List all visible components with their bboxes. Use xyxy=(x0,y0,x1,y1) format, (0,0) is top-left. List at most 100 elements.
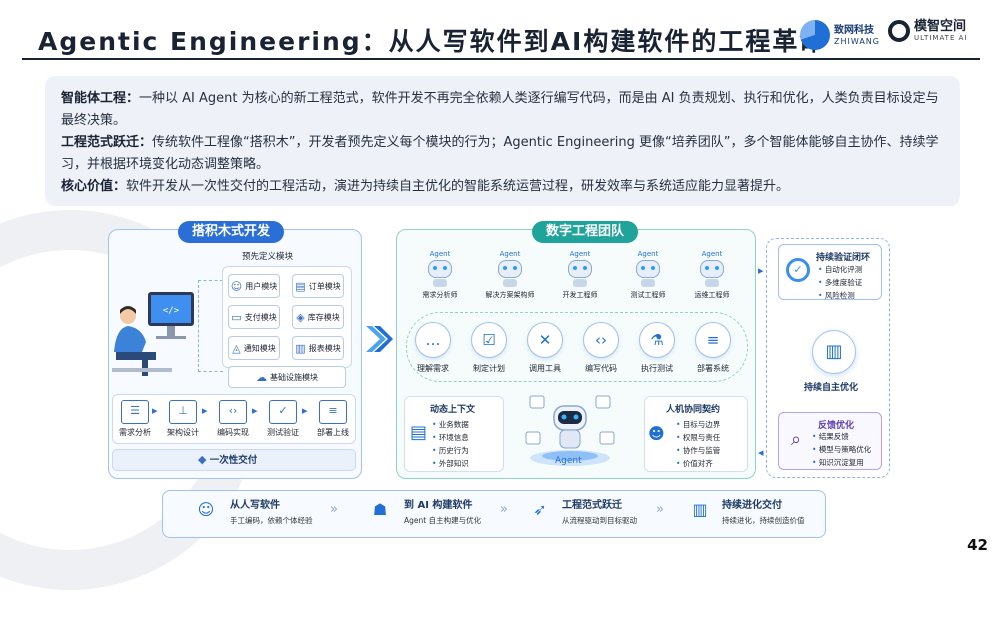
flow-arrow-icon: ▸ xyxy=(202,404,208,417)
transition-arrow-icon xyxy=(366,326,393,352)
tool-loop xyxy=(406,312,748,382)
intro-paragraph-3: 核心价值：软件开发从一次性交付的工程活动，演进为持续自主优化的智能系统运营过程，… xyxy=(61,176,944,198)
human-ai-contract-box xyxy=(644,396,748,472)
evolution-bar xyxy=(162,490,826,538)
test-icon: ✓ xyxy=(269,400,297,424)
intro-paragraph-2: 工程范式跃迁：传统软件工程像“搭积木”，开发者预先定义每个模块的行为；Agent… xyxy=(61,132,944,176)
page-number: 42 xyxy=(967,536,988,554)
title-divider xyxy=(22,58,980,60)
agent-tag: Agent xyxy=(569,250,591,258)
module-payment: ▭支付模块 xyxy=(228,305,280,329)
contract-item: 权限与责任 xyxy=(676,433,720,442)
evolution-step-title: 从人写软件 xyxy=(230,500,280,511)
agent-developer: Agent 开发工程师 xyxy=(552,250,608,300)
tool-test: ⚗ 执行测试 xyxy=(624,322,690,374)
magnifier-chart-icon: ⌕ xyxy=(790,429,802,450)
robot-icon xyxy=(498,260,522,287)
code-icon: ‹› xyxy=(219,400,247,424)
refresh-check-icon: ✓ xyxy=(786,258,810,282)
loop-arrow-icon: ◂ xyxy=(758,446,764,459)
feedback-box xyxy=(778,412,882,470)
optimization-chart-icon: ▥ xyxy=(812,330,856,374)
intro-text-2: 传统软件工程像“搭积木”，开发者预先定义每个模块的行为；Agentic Engi… xyxy=(61,135,939,172)
dynamic-context-list: 业务数据 环境信息 历史行为 外部知识 xyxy=(432,418,469,470)
right-loop-frame xyxy=(766,238,890,478)
cloud-icon: ☁ xyxy=(256,370,267,384)
ultimate-ai-logo-icon xyxy=(888,20,910,42)
agent-tag: Agent xyxy=(701,250,723,258)
bar-chart-icon: ▥ xyxy=(295,341,306,355)
intro-label-3: 核心价值： xyxy=(61,179,127,194)
developer-icon: ☺ xyxy=(197,500,215,519)
robot-icon xyxy=(428,260,452,287)
flask-icon: ⚗ xyxy=(639,322,675,358)
waterfall-flow xyxy=(112,394,356,444)
context-item: 历史行为 xyxy=(432,446,469,455)
user-icon: ☺ xyxy=(230,279,243,293)
contract-item: 目标与边界 xyxy=(676,420,720,429)
loop-arrow-icon: ▸ xyxy=(758,264,764,277)
module-label: 通知模块 xyxy=(243,343,276,353)
rocket-icon: ➶ xyxy=(533,500,547,519)
ultimate-ai-logo: 模智空间 ULTIMATE AI xyxy=(888,20,967,42)
feedback-item: 模型与策略优化 xyxy=(812,445,871,454)
agent-role: 开发工程师 xyxy=(562,291,598,299)
tool-deploy: ≡ 部署系统 xyxy=(680,322,746,374)
evolution-step-title: 持续进化交付 xyxy=(722,500,782,511)
evolution-step-sub: Agent 自主构建与优化 xyxy=(404,516,482,525)
page-title: Agentic Engineering：从人写软件到AI构建软件的工程革命 xyxy=(38,27,827,56)
checklist-icon: ☰ xyxy=(121,400,149,424)
flow-arrow-icon: ▸ xyxy=(252,404,258,417)
code-icon: ‹› xyxy=(583,322,619,358)
flow-step-testing: ✓测试验证 xyxy=(260,400,306,438)
central-agent-label: Agent xyxy=(555,456,582,466)
tool-label: 编写代码 xyxy=(585,364,617,373)
validation-item: 风险检测 xyxy=(818,291,855,300)
growth-chart-icon: ▥ xyxy=(692,500,708,519)
chevron-right-icon: » xyxy=(500,502,508,517)
chevron-right-icon: » xyxy=(656,502,664,517)
intro-label-2: 工程范式跃迁： xyxy=(61,135,153,150)
bell-icon: ◬ xyxy=(232,341,241,355)
agent-tag: Agent xyxy=(429,250,451,258)
server-icon: ≡ xyxy=(319,400,347,424)
flow-step-requirements: ☰需求分析 xyxy=(112,400,158,438)
module-label: 报表模块 xyxy=(308,343,341,353)
module-label: 基础设施模块 xyxy=(270,372,318,382)
chat-icon: … xyxy=(415,322,451,358)
clipboard-icon: ▤ xyxy=(295,279,306,293)
block-building-title: 搭积木式开发 xyxy=(178,221,285,243)
contract-item: 协作与监管 xyxy=(676,446,720,455)
feedback-title: 反馈优化 xyxy=(818,421,855,431)
digital-team-title: 数字工程团队 xyxy=(532,221,639,243)
tool-label: 执行测试 xyxy=(641,364,673,373)
tool-understand: … 理解需求 xyxy=(400,322,466,374)
human-ai-contract-title: 人机协同契约 xyxy=(666,405,721,415)
tool-label: 理解需求 xyxy=(417,364,449,373)
evolution-step-sub: 手工编码，依赖个体经验 xyxy=(230,516,313,525)
robot-icon xyxy=(636,260,660,287)
context-item: 业务数据 xyxy=(432,420,469,429)
chevron-right-icon: » xyxy=(330,502,338,517)
flow-arrow-icon: ▸ xyxy=(152,404,158,417)
validation-item: 自动化评测 xyxy=(818,265,862,274)
continuous-optimization-label: 持续自主优化 xyxy=(804,383,859,393)
agent-tag: Agent xyxy=(499,250,521,258)
tools-icon: ✕ xyxy=(527,322,563,358)
zhiwang-logo: 致网科技 ZHIWANG xyxy=(800,20,880,50)
tool-label: 部署系统 xyxy=(697,364,729,373)
context-item: 外部知识 xyxy=(432,459,469,468)
feedback-item: 知识沉淀复用 xyxy=(812,458,864,467)
robot-icon xyxy=(700,260,724,287)
one-time-delivery-label: 一次性交付 xyxy=(209,455,258,466)
module-label: 库存模块 xyxy=(307,312,340,322)
context-item: 环境信息 xyxy=(432,433,469,442)
ultimate-ai-logo-name: 模智空间 xyxy=(914,19,967,34)
server-icon: ≡ xyxy=(695,322,731,358)
module-report: ▥报表模块 xyxy=(292,336,344,360)
contract-item: 价值对齐 xyxy=(676,459,713,468)
database-icon: ▤ xyxy=(410,422,428,443)
evolution-step-title: 工程范式跃迁 xyxy=(562,500,622,511)
